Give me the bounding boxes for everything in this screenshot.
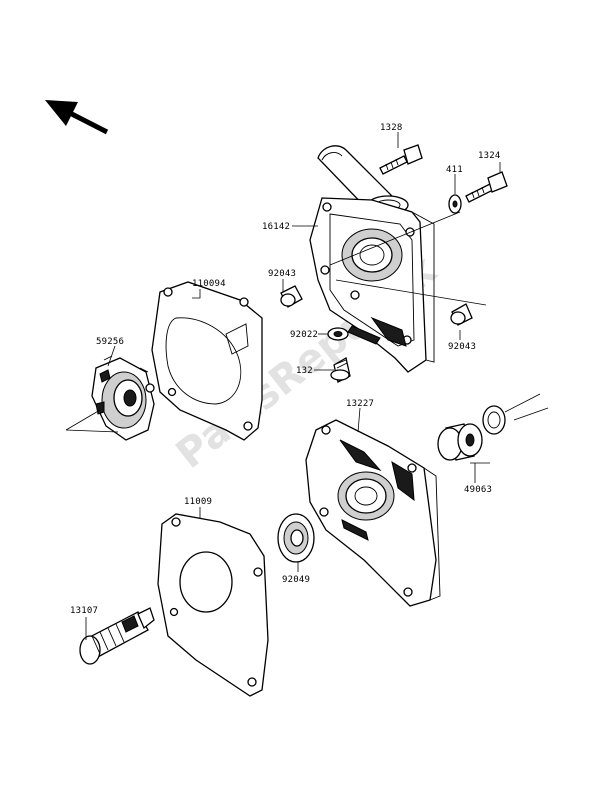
bolt-1324[interactable]: [465, 171, 508, 203]
label-49063: 49063: [464, 485, 492, 495]
orientation-arrow-icon: [45, 100, 109, 135]
label-59256: 59256: [96, 337, 124, 347]
label-92022: 92022: [290, 330, 318, 340]
label-411: 411: [446, 165, 463, 175]
bushing-49063[interactable]: [437, 423, 483, 461]
shaft-13107[interactable]: [79, 607, 155, 665]
screw-132[interactable]: [330, 356, 351, 383]
gasket-11009[interactable]: [157, 513, 269, 697]
label-92043-right: 92043: [448, 342, 476, 352]
label-132: 132: [296, 366, 313, 376]
leader-lines: [65, 132, 549, 640]
dowel-pin-92043-left[interactable]: [280, 285, 303, 308]
label-16142: 16142: [262, 222, 290, 232]
label-92043-top: 92043: [268, 269, 296, 279]
housing-13227[interactable]: [305, 419, 441, 607]
pump-59256[interactable]: [91, 355, 155, 441]
label-1324: 1324: [478, 151, 500, 161]
seal-92049[interactable]: [277, 513, 315, 563]
seal-ring-right[interactable]: [482, 405, 506, 435]
label-11009: 11009: [184, 497, 212, 507]
gasket-110094[interactable]: [151, 281, 263, 441]
bolt-1328[interactable]: [379, 144, 423, 175]
washer-92022[interactable]: [327, 327, 349, 341]
dowel-pin-92043-right[interactable]: [450, 303, 473, 326]
label-110094: 110094: [192, 279, 226, 289]
label-1328: 1328: [380, 123, 402, 133]
label-92049: 92049: [282, 575, 310, 585]
label-13227: 13227: [346, 399, 374, 409]
washer-411[interactable]: [448, 194, 462, 214]
label-13107: 13107: [70, 606, 98, 616]
